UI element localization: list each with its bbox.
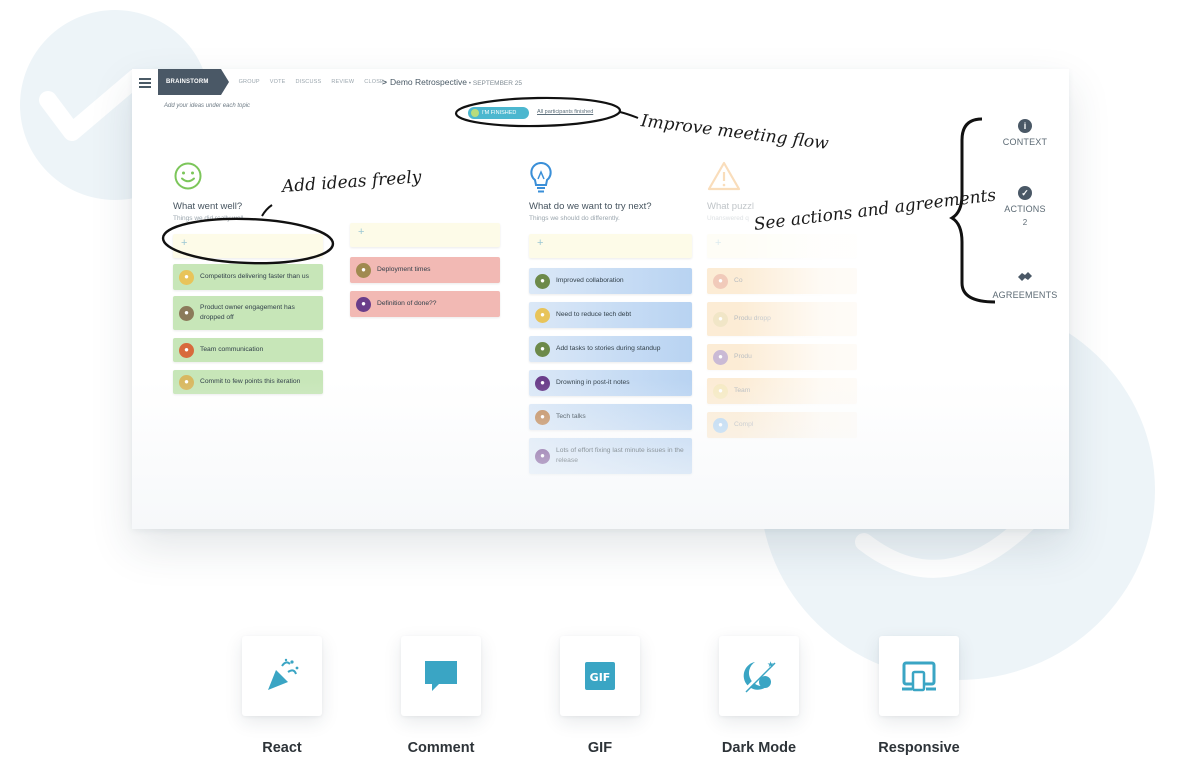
idea-text: Need to reduce tech debt xyxy=(556,311,632,319)
gif-icon: GIF xyxy=(560,636,640,716)
idea-text: Competitors delivering faster than us xyxy=(200,273,309,281)
idea-text: Team communication xyxy=(200,346,264,354)
avatar: ● xyxy=(356,296,371,312)
background-check-icon xyxy=(39,70,147,141)
context-label: CONTEXT xyxy=(1002,137,1048,147)
actions-panel-item[interactable]: ✓ ACTIONS 2 xyxy=(985,186,1065,227)
avatar: ● xyxy=(713,349,728,365)
avatar: ● xyxy=(713,311,728,327)
idea-card[interactable]: ● Team communication xyxy=(173,338,323,362)
feature-label: GIF xyxy=(587,740,613,756)
actions-label: ACTIONS xyxy=(1004,204,1046,214)
stage-brainstorm[interactable]: BRAINSTORM xyxy=(158,69,229,95)
retro-title[interactable]: Demo Retrospective xyxy=(389,77,467,87)
svg-text:★: ★ xyxy=(767,660,774,669)
idea-text: Improved collaboration xyxy=(556,277,624,285)
actions-count: 2 xyxy=(1022,218,1028,227)
avatar: ● xyxy=(179,305,194,321)
devices-icon xyxy=(879,636,959,716)
handshake-icon xyxy=(985,269,1065,288)
feature-label: React xyxy=(262,740,302,756)
add-idea-input[interactable]: + xyxy=(350,223,500,247)
idea-text: Product owner engagement has dropped off xyxy=(200,304,295,321)
breadcrumb: >Demo Retrospective • SEPTEMBER 25 xyxy=(382,77,522,87)
stage-navigation: BRAINSTORM GROUP VOTE DISCUSS REVIEW CLO… xyxy=(158,69,384,95)
annotation-circle-add xyxy=(161,217,335,265)
stage-group[interactable]: GROUP xyxy=(238,79,260,85)
stage-review[interactable]: REVIEW xyxy=(331,79,355,85)
avatar: ● xyxy=(535,307,550,323)
feature-dark-mode[interactable]: ★ Dark Mode xyxy=(719,636,799,756)
menu-icon[interactable] xyxy=(139,78,151,90)
column-title: What puzzl xyxy=(707,201,754,212)
column-title: What went well? xyxy=(173,201,243,212)
im-finished-button[interactable]: I'M FINISHED xyxy=(468,107,529,119)
avatar: ● xyxy=(179,269,194,285)
stage-close[interactable]: CLOSE xyxy=(364,79,384,85)
check-circle-icon: ✓ xyxy=(1018,186,1032,200)
feature-comment[interactable]: Comment xyxy=(401,636,481,756)
breadcrumb-separator: • xyxy=(466,80,473,87)
avatar: ● xyxy=(535,341,550,357)
idea-card[interactable]: ● Need to reduce tech debt xyxy=(529,302,692,328)
feature-label: Comment xyxy=(407,740,475,756)
smiley-icon xyxy=(173,161,323,201)
idea-card[interactable]: ● Competitors delivering faster than us xyxy=(173,264,323,290)
idea-text: Deployment times xyxy=(377,266,431,274)
feature-react[interactable]: React xyxy=(242,636,322,756)
party-popper-icon xyxy=(242,636,322,716)
column-subtitle: Unanswered q xyxy=(707,215,749,222)
add-idea-input[interactable]: + xyxy=(529,234,692,258)
warning-icon xyxy=(707,161,857,201)
feature-label: Dark Mode xyxy=(721,740,797,756)
lightbulb-icon xyxy=(529,161,692,201)
idea-text: Add tasks to stories during standup xyxy=(556,345,661,353)
breadcrumb-arrow: > xyxy=(382,77,387,87)
idea-card[interactable]: ● Product owner engagement has dropped of… xyxy=(173,296,323,330)
retro-date: SEPTEMBER 25 xyxy=(472,80,523,87)
idea-card[interactable]: ● Improved collaboration xyxy=(529,268,692,294)
feature-responsive[interactable]: Responsive xyxy=(878,636,960,756)
stage-vote[interactable]: VOTE xyxy=(269,79,286,85)
gif-text: GIF xyxy=(590,671,611,684)
idea-text: Definition of done?? xyxy=(377,300,437,308)
agreements-panel-item[interactable]: AGREEMENTS xyxy=(985,269,1065,300)
comment-bubble-icon xyxy=(401,636,481,716)
column-subtitle: Things we should do differently. xyxy=(529,215,620,222)
annotation-brace xyxy=(949,117,996,304)
context-panel-item[interactable]: i CONTEXT xyxy=(985,119,1065,147)
annotation-circle-finished xyxy=(454,96,622,128)
stage-discuss[interactable]: DISCUSS xyxy=(295,79,322,85)
idea-card[interactable]: ● Deployment times xyxy=(350,257,500,283)
all-participants-link[interactable]: All participants finished xyxy=(537,109,594,115)
add-idea-input[interactable]: + xyxy=(173,234,323,258)
dark-mode-icon: ★ xyxy=(719,636,799,716)
brainstorm-hint: Add your ideas under each topic xyxy=(164,103,251,109)
avatar: ● xyxy=(179,342,194,358)
check-icon xyxy=(471,109,479,117)
agreements-label: AGREEMENTS xyxy=(992,290,1058,300)
background-smile-icon xyxy=(855,511,1039,578)
feature-label: Responsive xyxy=(878,740,960,756)
column-title: What do we want to try next? xyxy=(529,201,652,212)
avatar: ● xyxy=(356,262,371,278)
info-icon: i xyxy=(1018,119,1032,133)
feature-gif[interactable]: GIF GIF xyxy=(560,636,640,756)
column-subtitle: Things we did really well. xyxy=(173,215,246,222)
avatar: ● xyxy=(713,273,728,289)
column-went-wrong: + ● Deployment times ● Definition of done?… xyxy=(350,161,500,317)
avatar: ● xyxy=(535,273,550,289)
idea-card[interactable]: ● Definition of done?? xyxy=(350,291,500,317)
idea-card[interactable]: ● Add tasks to stories during standup xyxy=(529,336,692,362)
im-finished-label: I'M FINISHED xyxy=(482,110,517,116)
idea-text: Co xyxy=(734,277,743,285)
